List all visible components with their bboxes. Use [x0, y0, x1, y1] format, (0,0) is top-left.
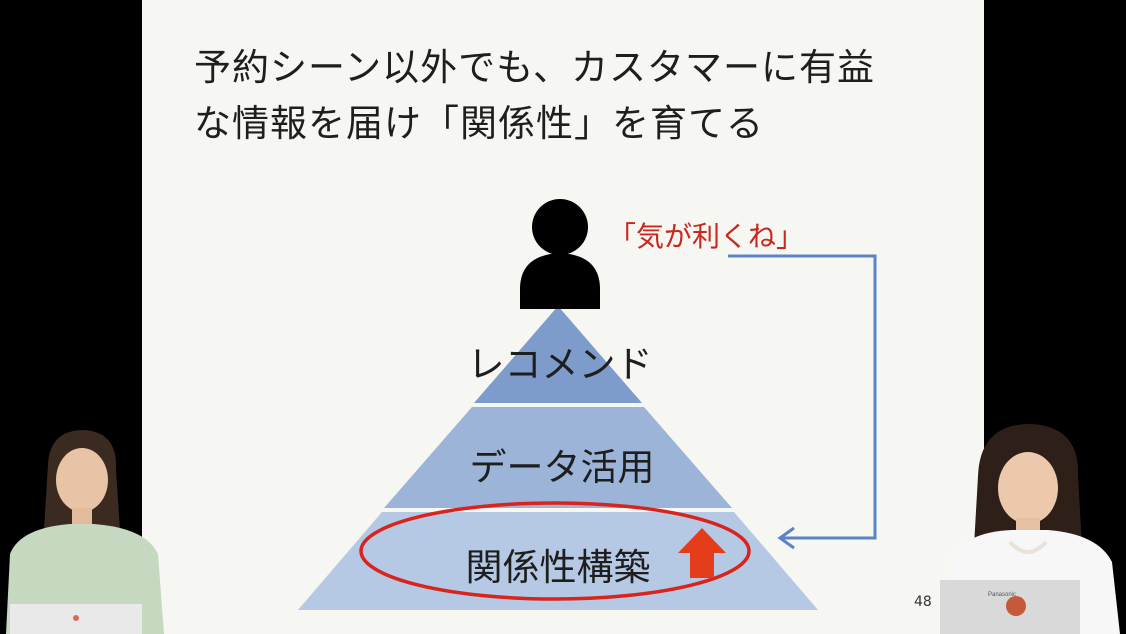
- slide-page-number: 48: [914, 594, 932, 610]
- presenter-right-image: Panasonic: [940, 420, 1126, 634]
- tier-label-relationship: 関係性構築: [438, 537, 678, 591]
- presentation-slide: 予約シーン以外でも、カスタマーに有益 な情報を届け「関係性」を育てる 「気が利く…: [142, 0, 984, 634]
- presenter-left-image: [0, 420, 170, 634]
- tier-label-data-usage: データ活用: [442, 437, 682, 491]
- laptop-brand-label: Panasonic: [988, 592, 1016, 598]
- person-icon: [516, 197, 604, 309]
- customer-quote: 「気が利くね」: [608, 215, 804, 255]
- feedback-connector-line: [728, 256, 875, 538]
- tier-label-recommend: レコメンド: [460, 334, 660, 388]
